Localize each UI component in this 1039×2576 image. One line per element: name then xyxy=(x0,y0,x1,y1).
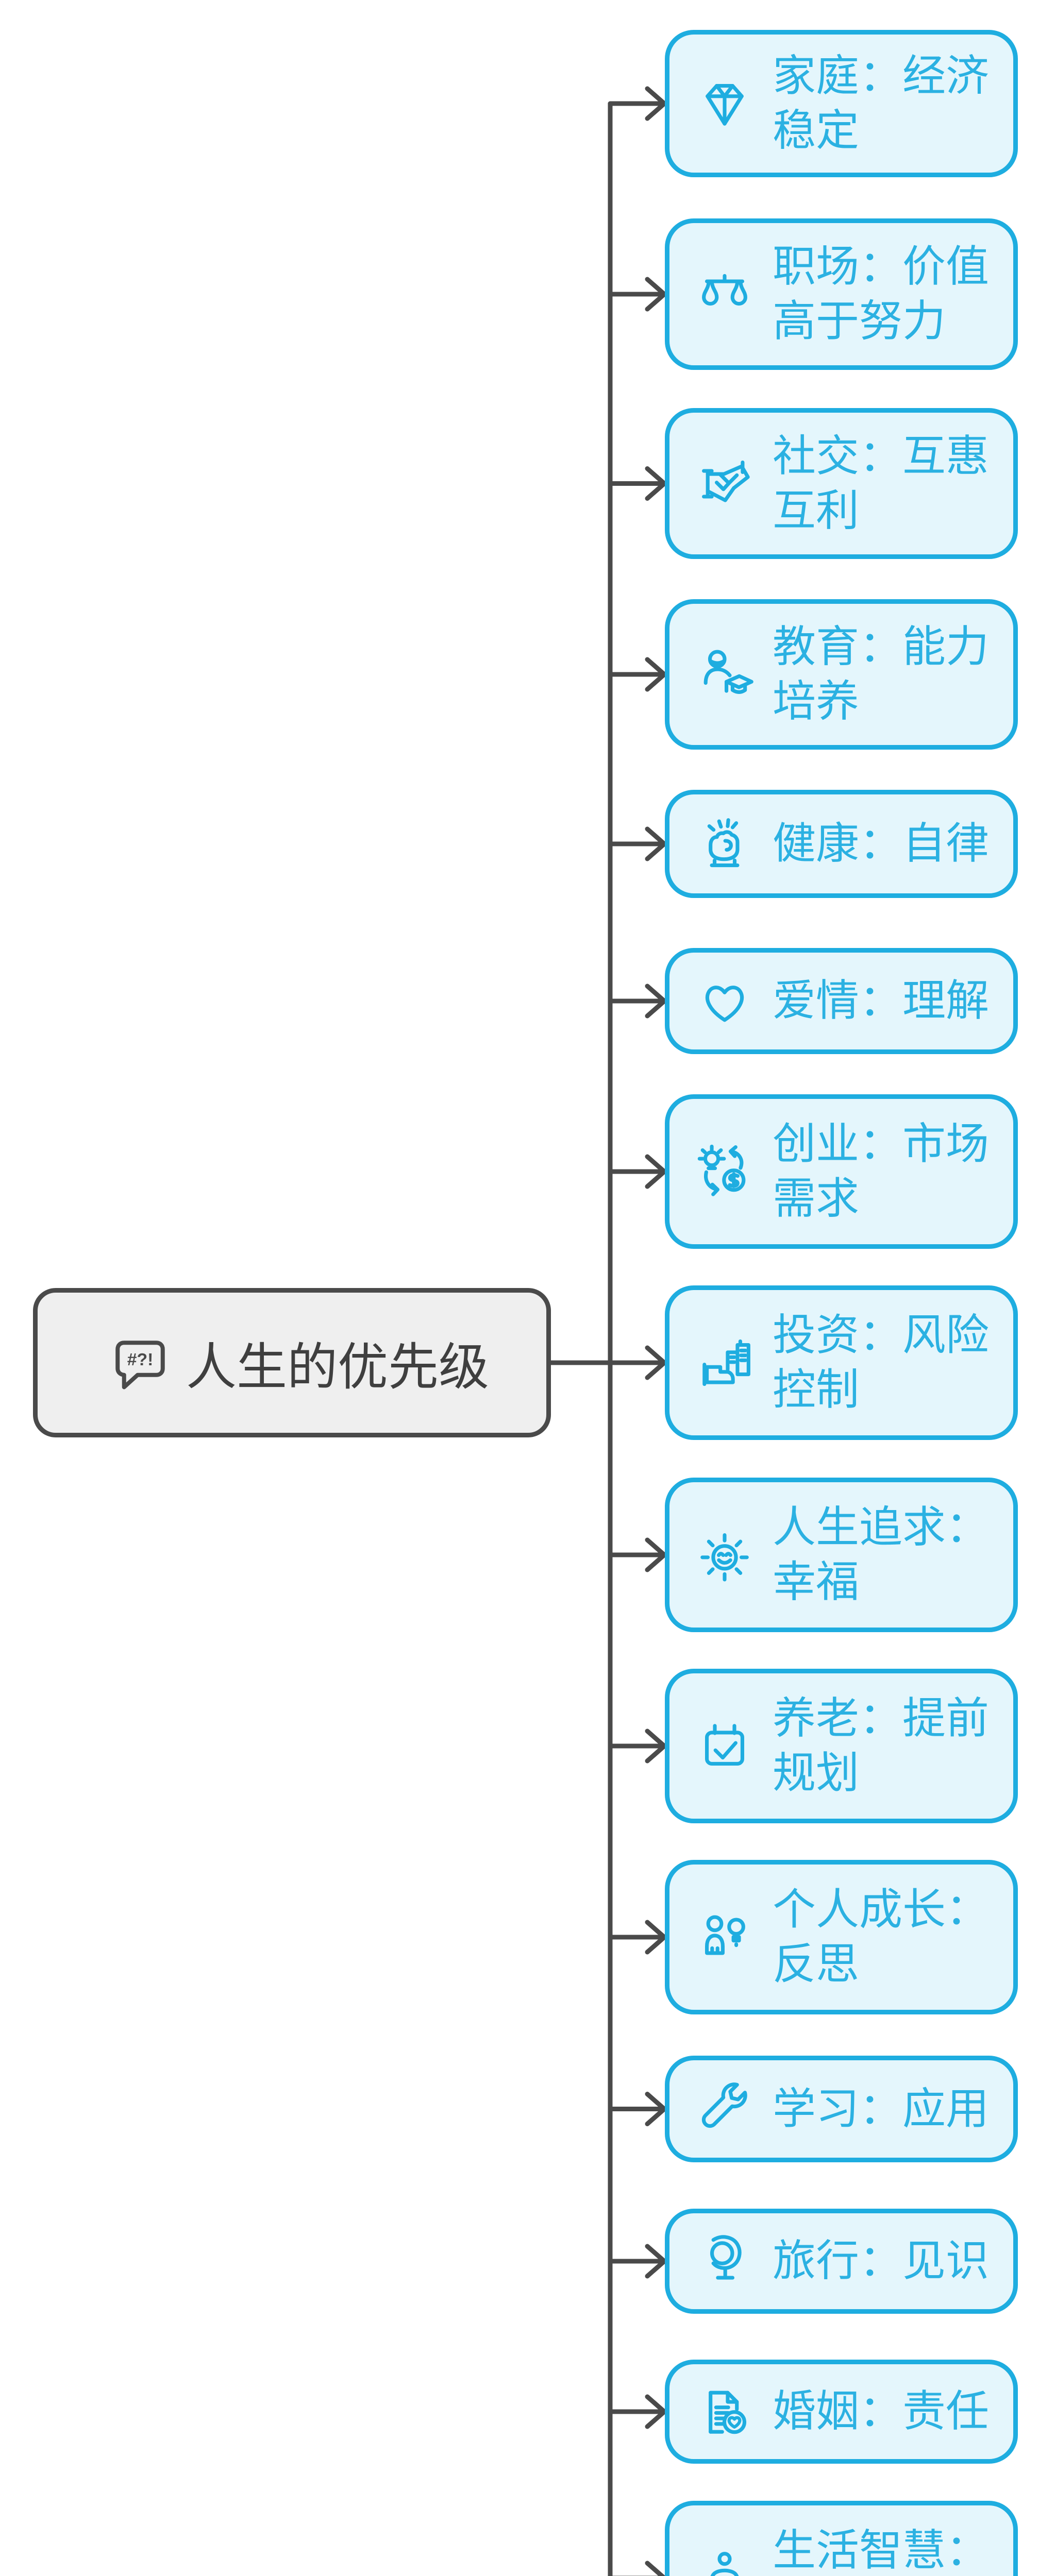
arrowhead-icon xyxy=(645,2244,667,2279)
arrowhead-icon xyxy=(645,1537,667,1572)
arrowhead-icon xyxy=(645,657,667,692)
scale-icon xyxy=(695,265,754,324)
arrowhead-icon xyxy=(645,466,667,501)
arrowhead-icon xyxy=(645,86,667,121)
document-heart-icon xyxy=(695,2382,754,2441)
branch-connector-career xyxy=(608,277,667,312)
branch-node-family[interactable]: 家庭：经济 稳定 xyxy=(665,30,1018,177)
arrowhead-icon xyxy=(645,1345,667,1380)
branch-connector-learning xyxy=(608,2092,667,2126)
calendar-check-icon xyxy=(695,1717,754,1775)
hand-buildings-icon xyxy=(695,1333,754,1392)
root-icon-text: #?! xyxy=(127,1350,154,1369)
branch-node-investment[interactable]: 投资：风险 控制 xyxy=(665,1285,1018,1440)
branch-connector-travel xyxy=(608,2244,667,2279)
branch-connector-pursuit xyxy=(608,1537,667,1572)
branch-connector-startup xyxy=(608,1154,667,1189)
idea-money-cycle-icon xyxy=(695,1142,754,1201)
arrowhead-icon xyxy=(645,277,667,312)
branch-node-label: 家庭：经济 稳定 xyxy=(773,52,990,155)
branch-connector-love xyxy=(608,984,667,1019)
branch-node-label: 职场：价值 高于努力 xyxy=(773,242,990,345)
branch-node-label: 人生追求： 幸福 xyxy=(773,1503,990,1606)
branch-connector-marriage xyxy=(608,2394,667,2429)
branch-node-career[interactable]: 职场：价值 高于努力 xyxy=(665,218,1018,370)
branch-node-love[interactable]: 爱情：理解 xyxy=(665,948,1018,1054)
globe-icon xyxy=(695,2232,754,2291)
branch-node-label: 婚姻：责任 xyxy=(773,2387,990,2436)
branch-node-label: 学习：应用 xyxy=(773,2084,990,2133)
branch-node-label: 创业：市场 需求 xyxy=(773,1120,990,1223)
branch-node-label: 生活智慧： 知足 xyxy=(773,2526,990,2575)
fist-icon xyxy=(695,815,754,873)
branch-node-wisdom[interactable]: 生活智慧： 知足 xyxy=(665,2501,1018,2576)
branch-node-label: 旅行：见识 xyxy=(773,2236,990,2285)
arrowhead-icon xyxy=(645,2561,666,2576)
branch-node-learning[interactable]: 学习：应用 xyxy=(665,2056,1018,2162)
branch-node-growth[interactable]: 个人成长： 反思 xyxy=(665,1860,1018,2014)
branch-connector-wisdom xyxy=(609,2561,666,2576)
branch-node-label: 社交：互惠 互利 xyxy=(773,431,990,535)
branch-node-marriage[interactable]: 婚姻：责任 xyxy=(665,2360,1018,2464)
arrowhead-icon xyxy=(645,1728,667,1764)
branch-node-pursuit[interactable]: 人生追求： 幸福 xyxy=(665,1478,1018,1632)
heart-icon xyxy=(695,972,754,1030)
handshake-icon xyxy=(695,454,754,513)
branch-node-label: 投资：风险 控制 xyxy=(773,1311,990,1414)
branch-connector-growth xyxy=(608,1920,667,1955)
branch-connector-investment xyxy=(548,1345,667,1380)
arrowhead-icon xyxy=(645,984,667,1019)
branch-node-health[interactable]: 健康：自律 xyxy=(665,790,1018,898)
branch-connector-retirement xyxy=(608,1728,667,1764)
arrowhead-icon xyxy=(645,2092,667,2126)
meditation-icon xyxy=(695,2549,754,2576)
arrowhead-icon xyxy=(645,1154,667,1189)
wrench-icon xyxy=(695,2080,754,2139)
branch-connector-family xyxy=(608,86,667,121)
education-icon xyxy=(695,645,754,704)
arrowhead-icon xyxy=(645,826,667,861)
branch-connector-social xyxy=(608,466,667,501)
branch-node-social[interactable]: 社交：互惠 互利 xyxy=(665,408,1018,559)
branch-node-education[interactable]: 教育：能力 培养 xyxy=(665,599,1018,750)
arrowhead-icon xyxy=(645,2394,667,2429)
branch-node-label: 个人成长： 反思 xyxy=(773,1885,990,1988)
smiling-sun-icon xyxy=(695,1526,754,1584)
branch-node-label: 爱情：理解 xyxy=(773,976,990,1025)
branch-connector-health xyxy=(608,826,667,861)
root-node[interactable]: #?! 人生的优先级 xyxy=(33,1288,551,1437)
branch-node-label: 健康：自律 xyxy=(773,819,990,868)
branch-node-label: 教育：能力 培养 xyxy=(773,622,990,725)
branch-node-startup[interactable]: 创业：市场 需求 xyxy=(665,1094,1018,1249)
branch-node-retirement[interactable]: 养老：提前 规划 xyxy=(665,1669,1018,1823)
arrowhead-icon xyxy=(645,1920,667,1955)
diamond-icon xyxy=(695,74,754,133)
branch-node-travel[interactable]: 旅行：见识 xyxy=(665,2209,1018,2314)
branch-connector-education xyxy=(608,657,667,692)
root-node-label: 人生的优先级 xyxy=(186,1338,490,1395)
speech-bubble-icon: #?! xyxy=(107,1332,169,1394)
branch-node-label: 养老：提前 规划 xyxy=(773,1694,990,1797)
person-idea-icon xyxy=(695,1908,754,1967)
